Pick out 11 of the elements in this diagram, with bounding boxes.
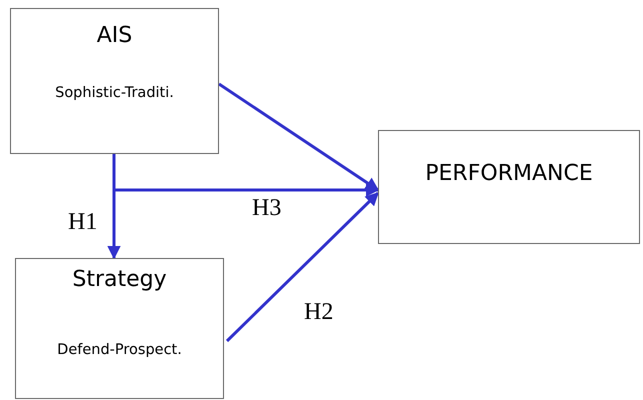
arrow	[226, 192, 380, 342]
box-subtitle: Sophistic-Traditi.	[55, 85, 174, 101]
concept-box	[10, 8, 219, 154]
arrow	[112, 154, 380, 197]
box-title: PERFORMANCE	[425, 161, 593, 186]
concept-box	[15, 258, 224, 399]
concept-box	[378, 130, 640, 244]
box-subtitle: Defend-Prospect.	[57, 342, 182, 358]
box-title: AIS	[96, 23, 132, 48]
box-title: Strategy	[72, 267, 167, 292]
arrow	[218, 82, 380, 192]
